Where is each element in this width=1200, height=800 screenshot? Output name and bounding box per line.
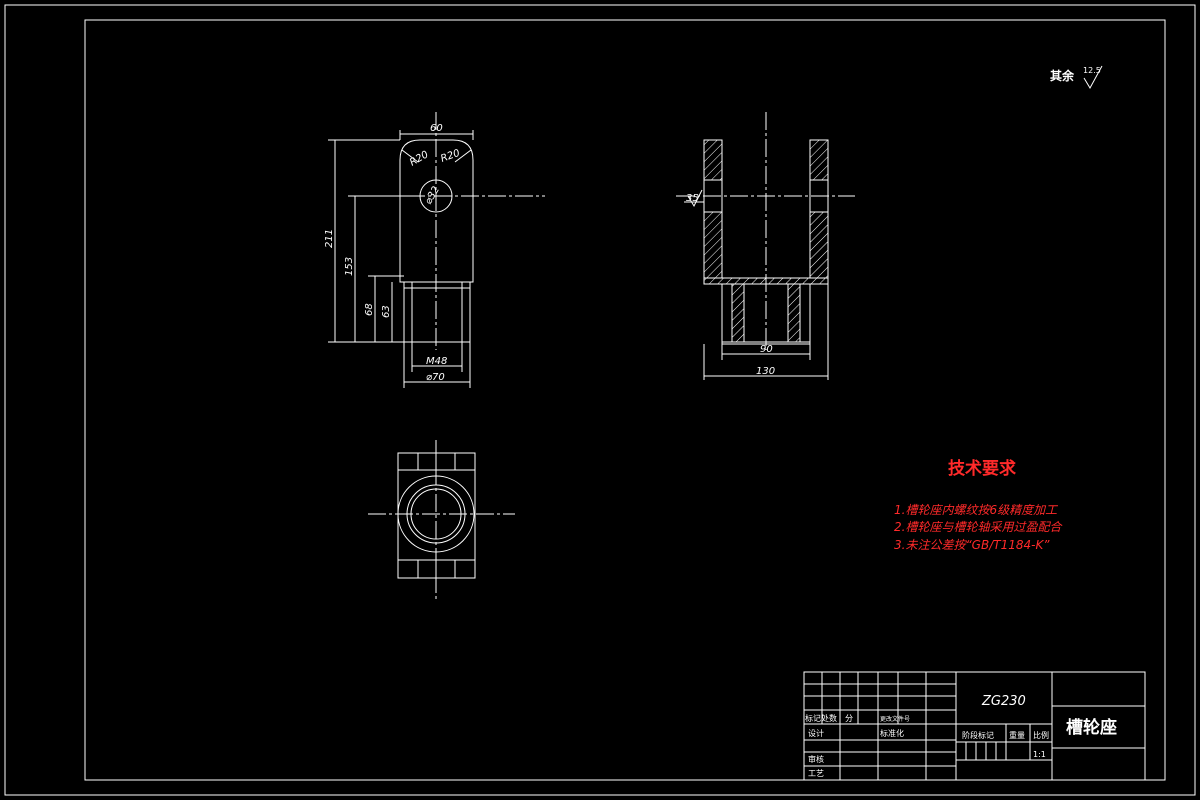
dim-top-width: 60 (430, 123, 443, 134)
dim-radius-left: R20 (408, 149, 431, 168)
tech-item-1: 1.槽轮座内螺纹按6级精度加工 (894, 503, 1058, 517)
dim-outer-dia: ⌀70 (426, 372, 445, 383)
dim-outer-width: 130 (756, 366, 775, 377)
dim-height-center: 153 (344, 257, 355, 276)
tech-item-3: 3.未注公差按“GB/T1184-K” (894, 538, 1050, 552)
dim-inner-width: 90 (760, 344, 773, 355)
side-left-wall-bottom (703, 211, 723, 279)
outer-border (4, 4, 1196, 796)
tb-label-div: 分 (845, 714, 853, 723)
tb-label-stage: 阶段标记 (962, 730, 994, 740)
front-lower-boss (403, 281, 471, 343)
front-upper-plate (399, 139, 474, 283)
side-left-wall-top (703, 139, 723, 181)
title-material: ZG230 (981, 694, 1026, 709)
tb-label-std: 标准化 (880, 728, 904, 738)
tb-label-review: 审核 (808, 754, 824, 764)
tb-label-mark: 标记处数 (805, 713, 837, 723)
side-right-wall-top (809, 139, 829, 181)
front-view (328, 112, 545, 388)
top-view (368, 440, 515, 602)
dim-height-lower-b: 63 (381, 305, 392, 318)
tech-requirements: 技术要求 1.槽轮座内螺纹按6级精度加工 2.槽轮座与槽轮轴采用过盈配合 3.未… (894, 458, 1063, 552)
tb-label-design: 设计 (808, 728, 824, 738)
roughness-symbol (1083, 65, 1103, 90)
tech-title: 技术要求 (948, 458, 1016, 479)
tb-label-change: 更改文件号 (880, 715, 910, 723)
title-part-name: 槽轮座 (1066, 717, 1117, 738)
tb-label-weight: 重量 (1009, 730, 1025, 740)
side-right-wall-bottom (809, 211, 829, 279)
dim-thread: M48 (426, 356, 447, 367)
title-scale: 1:1 (1033, 750, 1046, 759)
tb-label-ratio: 比例 (1033, 730, 1049, 740)
side-view (676, 112, 855, 380)
dim-height-total: 211 (324, 229, 335, 248)
surface-finish-value: 12.5 (1083, 66, 1101, 75)
surface-finish-note: 其余 12.5 (1050, 65, 1103, 90)
dim-radius-right: R20 (439, 148, 461, 165)
tech-item-2: 2.槽轮座与槽轮轴采用过盈配合 (894, 520, 1063, 534)
surface-finish-label: 其余 (1050, 68, 1075, 83)
inner-border (84, 19, 1166, 781)
dim-wall: 35 (686, 193, 699, 204)
title-block (803, 671, 1146, 781)
dim-height-lower-a: 68 (364, 303, 375, 316)
tb-label-process: 工艺 (808, 769, 824, 778)
